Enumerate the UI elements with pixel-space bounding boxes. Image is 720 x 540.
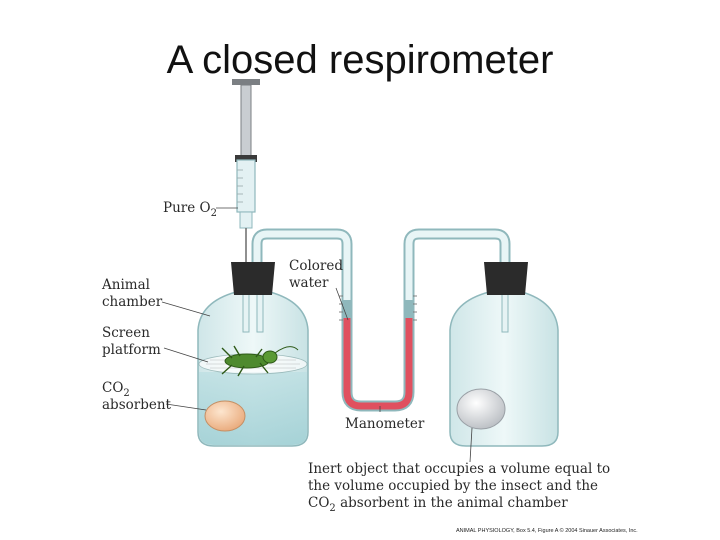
label-screen-platform-line2: platform (102, 342, 161, 358)
label-manometer: Manometer (345, 416, 425, 432)
left-stopper (231, 262, 275, 295)
label-animal-chamber-line2: chamber (102, 294, 163, 310)
syringe-plunger-cap (232, 79, 260, 85)
syringe-plunger-seal (235, 155, 257, 162)
syringe (232, 79, 260, 320)
label-co2-absorbent-line2: absorbent (102, 397, 172, 413)
label-co2-absorbent-line1: CO2 (102, 380, 130, 399)
insect (221, 345, 299, 377)
manometer (251, 228, 511, 412)
inert-object (456, 388, 506, 430)
label-pure-o2: Pure O2 (163, 200, 217, 219)
label-inert-line2: the volume occupied by the insect and th… (308, 478, 598, 494)
label-screen-platform-line1: Screen (102, 325, 150, 341)
label-animal-chamber-line1: Animal (101, 277, 150, 293)
right-stopper (484, 262, 528, 295)
reference-jar (449, 262, 559, 447)
figure-credit: ANIMAL PHYSIOLOGY, Box 5.4, Figure A © 2… (456, 527, 638, 534)
syringe-tip (239, 211, 253, 229)
page-title: A closed respirometer (166, 38, 554, 82)
label-inert-line3: CO2 absorbent in the animal chamber (308, 495, 568, 514)
label-colored-water-line1: Colored (289, 258, 343, 274)
syringe-plunger-rod (240, 84, 252, 158)
co2-absorbent-ball (204, 400, 246, 432)
label-colored-water-line2: water (289, 275, 329, 291)
label-inert-line1: Inert object that occupies a volume equa… (308, 461, 610, 477)
animal-chamber-jar (197, 262, 309, 447)
colored-water (343, 318, 413, 410)
